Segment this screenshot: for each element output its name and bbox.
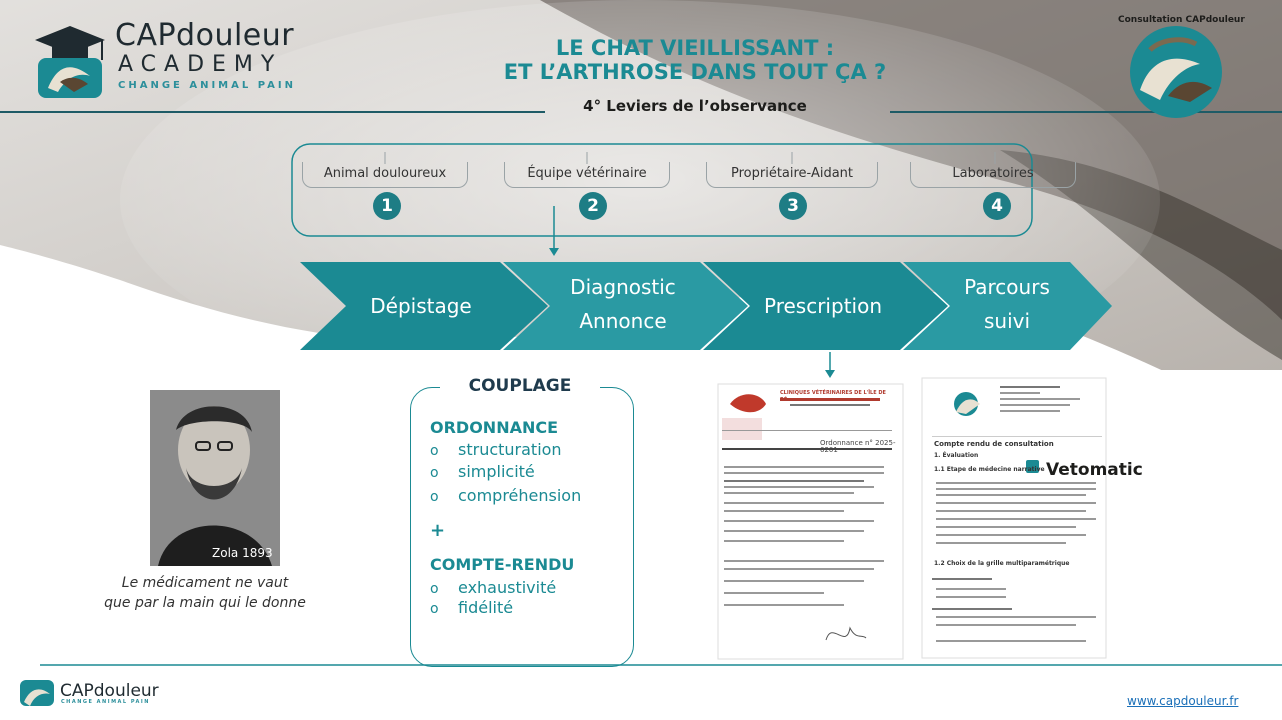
zola-portrait-image — [150, 390, 280, 566]
ordonnance-item-label: compréhension — [458, 486, 582, 505]
step-diagnostic-label: Diagnostic — [570, 275, 676, 299]
page-title: LE CHAT VIEILLISSANT : ET L’ARTHROSE DAN… — [450, 36, 940, 84]
compte-rendu-document — [921, 377, 1107, 659]
quote-line-1: Le médicament ne vaut — [121, 575, 289, 591]
quote-line-2: que par la main qui le donne — [104, 595, 306, 611]
brand-tagline: CHANGE ANIMAL PAIN — [118, 80, 296, 91]
compte-rendu-title: COMPTE-RENDU — [430, 555, 575, 574]
step-parcours: Parcours suivi — [932, 270, 1082, 338]
step-depistage: Dépistage — [346, 289, 496, 323]
brand-name: CAPdouleur — [115, 18, 295, 53]
lever-equipe: Équipe vétérinaire — [504, 162, 670, 188]
step-annonce-label: Annonce — [579, 309, 667, 333]
step-diagnostic: Diagnostic Annonce — [548, 270, 698, 338]
ordonnance-item-label: simplicité — [458, 462, 535, 481]
step-depistage-label: Dépistage — [370, 294, 472, 318]
bullet-icon: o — [430, 581, 439, 597]
ordonnance-title: ORDONNANCE — [430, 418, 559, 437]
footer-tagline: CHANGE ANIMAL PAIN — [61, 699, 150, 705]
lever-proprietaire: Propriétaire-Aidant — [706, 162, 878, 188]
bullet-icon: o — [430, 465, 439, 481]
lever-laboratoires: Laboratoires — [910, 162, 1076, 188]
consultation-logo-icon — [1130, 26, 1222, 118]
ordonnance-item: o simplicité — [430, 462, 535, 481]
lever-number-3: 3 — [779, 192, 807, 220]
title-line-1: LE CHAT VIEILLISSANT : — [555, 36, 835, 60]
report-title: Compte rendu de consultation — [934, 440, 1054, 448]
ordonnance-document — [717, 383, 904, 660]
step-parcours-label: Parcours — [964, 275, 1050, 299]
lever-number-1: 1 — [373, 192, 401, 220]
website-link[interactable]: www.capdouleur.fr — [1127, 694, 1239, 708]
footer-brand: CAPdouleur — [60, 681, 159, 701]
ordonnance-item-label: structuration — [458, 440, 562, 459]
quote: Le médicament ne vaut que par la main qu… — [60, 573, 350, 613]
vetomatic-logo: Vetomatic — [1046, 460, 1143, 480]
capdouleur-logo-icon — [35, 26, 105, 98]
bullet-icon: o — [430, 601, 439, 617]
portrait-caption: Zola 1893 — [212, 546, 273, 560]
step-prescription: Prescription — [748, 289, 898, 323]
ordonnance-item: o compréhension — [430, 486, 581, 505]
footer-logo-icon — [20, 680, 54, 706]
plus-sign: + — [430, 520, 446, 541]
report-section-11: 1.1 Etape de médecine narrative — [934, 466, 1045, 473]
ordonnance-item: o structuration — [430, 440, 562, 459]
bullet-icon: o — [430, 489, 439, 505]
brand-academy: ACADEMY — [118, 52, 283, 77]
section-subtitle: 4° Leviers de l’observance — [583, 97, 807, 115]
lever-number-2: 2 — [579, 192, 607, 220]
step-prescription-label: Prescription — [764, 294, 882, 318]
lever-number-4: 4 — [983, 192, 1011, 220]
consultation-label: Consultation CAPdouleur — [1118, 15, 1245, 25]
couplage-title: COUPLAGE — [440, 376, 600, 396]
report-section-1: 1. Évaluation — [934, 452, 979, 459]
bullet-icon: o — [430, 443, 439, 459]
title-line-2: ET L’ARTHROSE DANS TOUT ÇA ? — [503, 60, 887, 84]
compte-rendu-item: o fidélité — [430, 598, 513, 617]
lever-animal: Animal douloureux — [302, 162, 468, 188]
compte-rendu-item: o exhaustivité — [430, 578, 556, 597]
compte-rendu-item-label: fidélité — [458, 598, 514, 617]
report-section-12: 1.2 Choix de la grille multiparamétrique — [934, 560, 1070, 567]
step-suivi-label: suivi — [983, 309, 1031, 333]
ordonnance-header: CLINIQUES VÉTÉRINAIRES DE L'ÎLE DE RÉ — [780, 390, 886, 403]
compte-rendu-item-label: exhaustivité — [458, 578, 557, 597]
ordonnance-number: Ordonnance n° 2025-6201 — [820, 439, 896, 454]
